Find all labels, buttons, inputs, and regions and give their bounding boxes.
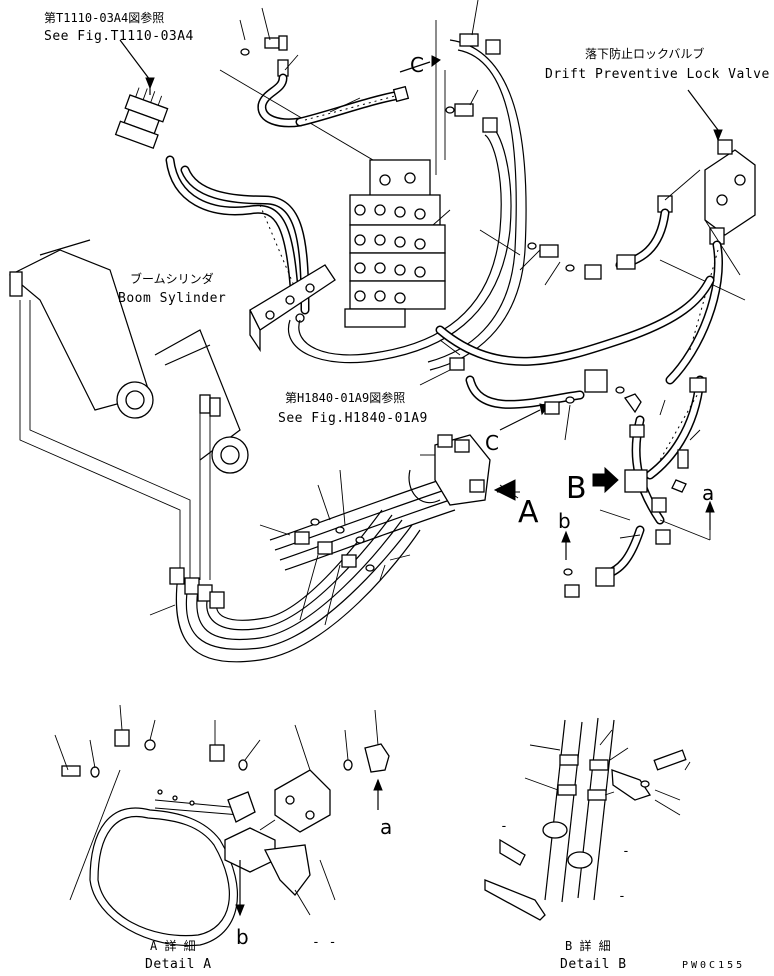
t1110-label-en: See Fig.T1110-03A4 bbox=[44, 29, 194, 44]
mounting-bracket bbox=[249, 264, 336, 353]
drift-valve-group: 落下防止ロックバルブ Drift Preventive Lock Valve bbox=[545, 46, 770, 385]
label-b-view: B bbox=[566, 471, 587, 506]
right-clamp-assembly bbox=[563, 375, 711, 598]
boom-cylinder-label-jp: ブームシリンダ bbox=[130, 271, 214, 286]
detail-b-view: - - - B 詳 細 Detail B bbox=[484, 717, 691, 972]
label-dash-b3: - bbox=[618, 889, 626, 904]
detail-a-title-en: Detail A bbox=[145, 957, 212, 971]
detail-b-title-en: Detail B bbox=[560, 957, 627, 971]
arrow-c-mid: C bbox=[485, 369, 642, 455]
view-arrow-a: A bbox=[493, 479, 539, 530]
top-fittings bbox=[219, 7, 391, 171]
label-c-mid: C bbox=[485, 431, 499, 455]
marker-b-right: b bbox=[558, 509, 571, 560]
right-hoses bbox=[435, 229, 715, 409]
h1840-label-jp: 第H1840-01A9図参照 bbox=[285, 390, 405, 405]
label-b-detail: b bbox=[236, 925, 249, 949]
boom-cylinder-label-en: Boom Sylinder bbox=[118, 291, 226, 306]
marker-a-right: a bbox=[702, 481, 715, 530]
label-dash-a: - - bbox=[312, 935, 337, 950]
label-a-detail: a bbox=[380, 815, 392, 839]
bundle-upper-hoses bbox=[259, 469, 456, 626]
boom-hose-bundle bbox=[149, 509, 421, 663]
label-a-right: a bbox=[702, 481, 714, 505]
detail-a-title-jp: A 詳 細 bbox=[150, 938, 196, 953]
control-valve bbox=[344, 20, 451, 328]
view-arrow-b: B bbox=[566, 466, 619, 506]
drift-valve-label-jp: 落下防止ロックバルブ bbox=[585, 46, 704, 61]
label-dash-b1: - bbox=[500, 819, 508, 834]
detail-a-block bbox=[408, 434, 491, 506]
drawing-code: PW0C155 bbox=[682, 960, 745, 971]
boom-cylinder-group: ブームシリンダ Boom Sylinder bbox=[8, 239, 249, 580]
detail-a-view: a b - - A 詳 細 Detail A bbox=[54, 704, 392, 972]
h1840-reference: 第H1840-01A9図参照 See Fig.H1840-01A9 bbox=[278, 339, 465, 426]
t1110-label-jp: 第T1110-03A4図参照 bbox=[44, 10, 164, 25]
drift-valve-label-en: Drift Preventive Lock Valve bbox=[545, 67, 770, 82]
t1110-reference: 第T1110-03A4図参照 See Fig.T1110-03A4 bbox=[44, 10, 194, 44]
detail-b-title-jp: B 詳 細 bbox=[565, 938, 611, 953]
hose-to-c bbox=[295, 85, 410, 127]
label-a-view: A bbox=[518, 495, 539, 530]
ppc-valve-group bbox=[114, 39, 310, 315]
h1840-label-en: See Fig.H1840-01A9 bbox=[278, 411, 428, 426]
label-c-top: C bbox=[410, 53, 424, 77]
label-b-right: b bbox=[558, 509, 571, 533]
label-dash-b2: - bbox=[622, 844, 630, 859]
arrow-c-top: C bbox=[399, 53, 441, 77]
